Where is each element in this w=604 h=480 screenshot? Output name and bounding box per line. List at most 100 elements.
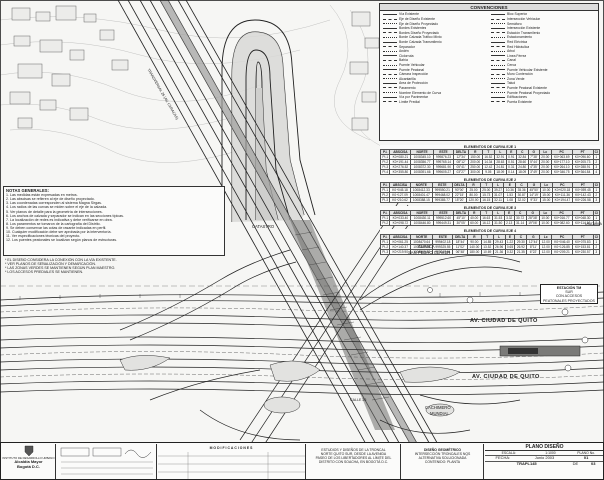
legend-item: Cerca — [489, 63, 597, 68]
project-line: ESTUDIOS Y DISEÑOS DE LA TRONCAL — [321, 448, 386, 452]
legend-label: Puerta Existente — [507, 99, 532, 104]
curve-table-cell: 19°06' — [525, 220, 540, 227]
legend-label: Red Hidráulica — [507, 44, 530, 49]
curve-table-cell: 6°22' — [526, 248, 541, 255]
legend-item: Puerta Existente — [489, 99, 597, 104]
curve-table-cell: 03°27' — [453, 169, 469, 176]
curve-table-cell: 999512.60 — [432, 215, 455, 222]
curve-table-cell: 3 — [592, 197, 601, 204]
legend-symbol-icon — [491, 55, 505, 57]
curve-table-cell: K0+210.62 — [389, 197, 411, 204]
curve-table-cell: K0+048.30 — [571, 215, 594, 222]
legend-item: Árbol — [489, 49, 597, 54]
fecha-value: Junio 2003 — [534, 455, 555, 461]
curve-table-cell: 12.00 — [539, 243, 553, 250]
avenue-label-upper: AV. CIUDAD DE QUITO — [470, 318, 538, 324]
legend-symbol-icon — [383, 64, 397, 66]
legend-label: Cámara Inspección — [399, 72, 429, 77]
curve-table-header: ABSCISA — [389, 182, 411, 189]
curve-table-cell: K0+209.21 — [551, 248, 573, 255]
legend-symbol-icon — [491, 92, 505, 94]
legend-item: Puente Peatonal Proyectado — [489, 90, 597, 95]
curve-table-cell: 999605.27 — [432, 169, 455, 176]
curve-table-cell: K0+126.85 — [551, 243, 573, 250]
legend-item: Puente Vehicular Existente — [489, 67, 597, 72]
legend-label: Nombre Elemento de Curva — [399, 90, 442, 95]
modifications-grid — [158, 452, 305, 479]
curve-table-cell: 1008391.66 — [410, 169, 434, 176]
legend-item: Eje de Diseño Existente — [381, 17, 489, 22]
note-line: 1. Las medidas están expresadas en metro… — [6, 193, 78, 197]
curve-table-cell: 30°05' — [453, 220, 469, 227]
curve-table-cell: K0+264.10 — [550, 164, 573, 171]
legend-item: Alcantarilla — [381, 77, 489, 82]
curve-table-cell: K0+020.18 — [551, 187, 574, 194]
cachimero-label: CACHIMERO — [425, 405, 451, 410]
legend-label: Separador — [399, 44, 415, 49]
curve-table-cell: 21.36 — [492, 248, 506, 255]
curve-table-cell: 999876.23 — [432, 154, 455, 161]
legend-symbol-icon — [491, 96, 505, 98]
curve-table-cell: PI-3 — [379, 197, 391, 204]
curve-table-cell: 120.00 — [466, 197, 481, 204]
note-line: 10. Cualquier modificación debe ser apro… — [6, 230, 112, 235]
curve-table-cell: 9°33' — [526, 197, 541, 204]
legend-symbol-icon — [383, 27, 397, 29]
clinica-sub-label: SAN PEDRO CLAVER — [408, 250, 451, 255]
curve-table-cell: K0+063.69 — [550, 154, 573, 161]
legend-item: Red Hidráulica — [489, 44, 597, 49]
curve-table-cell: 1008401.47 — [409, 192, 433, 199]
curve-table-cell: K0+191.44 — [389, 159, 412, 166]
legend-item: Puente Peatonal — [381, 67, 489, 72]
legend-label: Intersección Existente — [507, 26, 541, 31]
curve-table-cell: 16.12 — [479, 220, 493, 227]
stamp-block — [57, 444, 157, 479]
legend-symbol-icon — [383, 55, 397, 57]
drawing-line: INTERSECCIÓN TRONCALES NQS — [414, 452, 471, 457]
curve-table-cell: 999402.18 — [432, 238, 454, 245]
station-callout-line: SUR — [565, 289, 573, 294]
curve-table-cell: 20.00 — [538, 169, 552, 176]
curve-table-cell: K0+276.52 — [389, 164, 412, 171]
notes-title: NOTAS GENERALES: — [6, 188, 49, 193]
curve-table-cell: K0+230.57 — [571, 248, 594, 255]
curve-table-cell: K0+355.80 — [389, 169, 412, 176]
legend-label: Eje de Diseño Existente — [399, 17, 435, 22]
legend-item: Red Eléctrica — [489, 40, 597, 45]
legend-item: Zona Verde — [489, 77, 597, 82]
note-line: 12. Los puentes peatonales se localizan … — [6, 238, 118, 243]
curve-table-cell: 12°44' — [526, 238, 541, 245]
legend-item: Bordes Existentes — [381, 26, 489, 31]
legend-symbol-icon — [383, 23, 397, 25]
note-line: 8. Los paramentos se tomaron de la carto… — [6, 221, 101, 226]
notes-list: 1. Las medidas están expresadas en metro… — [6, 193, 222, 243]
legend-symbol-icon — [491, 50, 505, 52]
curve-table-cell: 15.00 — [539, 197, 553, 204]
legend-label: Límite Predial — [399, 99, 420, 104]
curve-table-cell: K0+205.73 — [571, 159, 594, 166]
curve-table-cell: 999468.02 — [431, 192, 453, 199]
curve-table-cell: 1008388.15 — [409, 197, 433, 204]
legend-symbol-icon — [383, 32, 397, 34]
legend-item: Bordes Diseño Proyectado — [381, 31, 489, 36]
legend-symbol-icon — [383, 50, 397, 52]
curve-table-cell: 999550.21 — [431, 187, 453, 194]
legend-item: Muro Contención — [489, 72, 597, 77]
curve-table-cell: 21.35 — [514, 248, 528, 255]
curve-table-cell: 32.02 — [515, 197, 528, 204]
curve-table-cell: 2 — [592, 220, 601, 227]
side-note-line: * VER PLANOS DE SEÑALIZACIÓN Y DEMARCACI… — [5, 262, 96, 267]
curve-table-cell: 12.00 — [539, 248, 553, 255]
curve-table-cell: 31.50 — [491, 220, 505, 227]
legend-symbol-icon — [491, 46, 505, 48]
legend-title: CONVENCIONES — [380, 4, 598, 12]
curve-table-cell: 0.32 — [504, 248, 516, 255]
legend-item: Puente Vehicular — [381, 63, 489, 68]
